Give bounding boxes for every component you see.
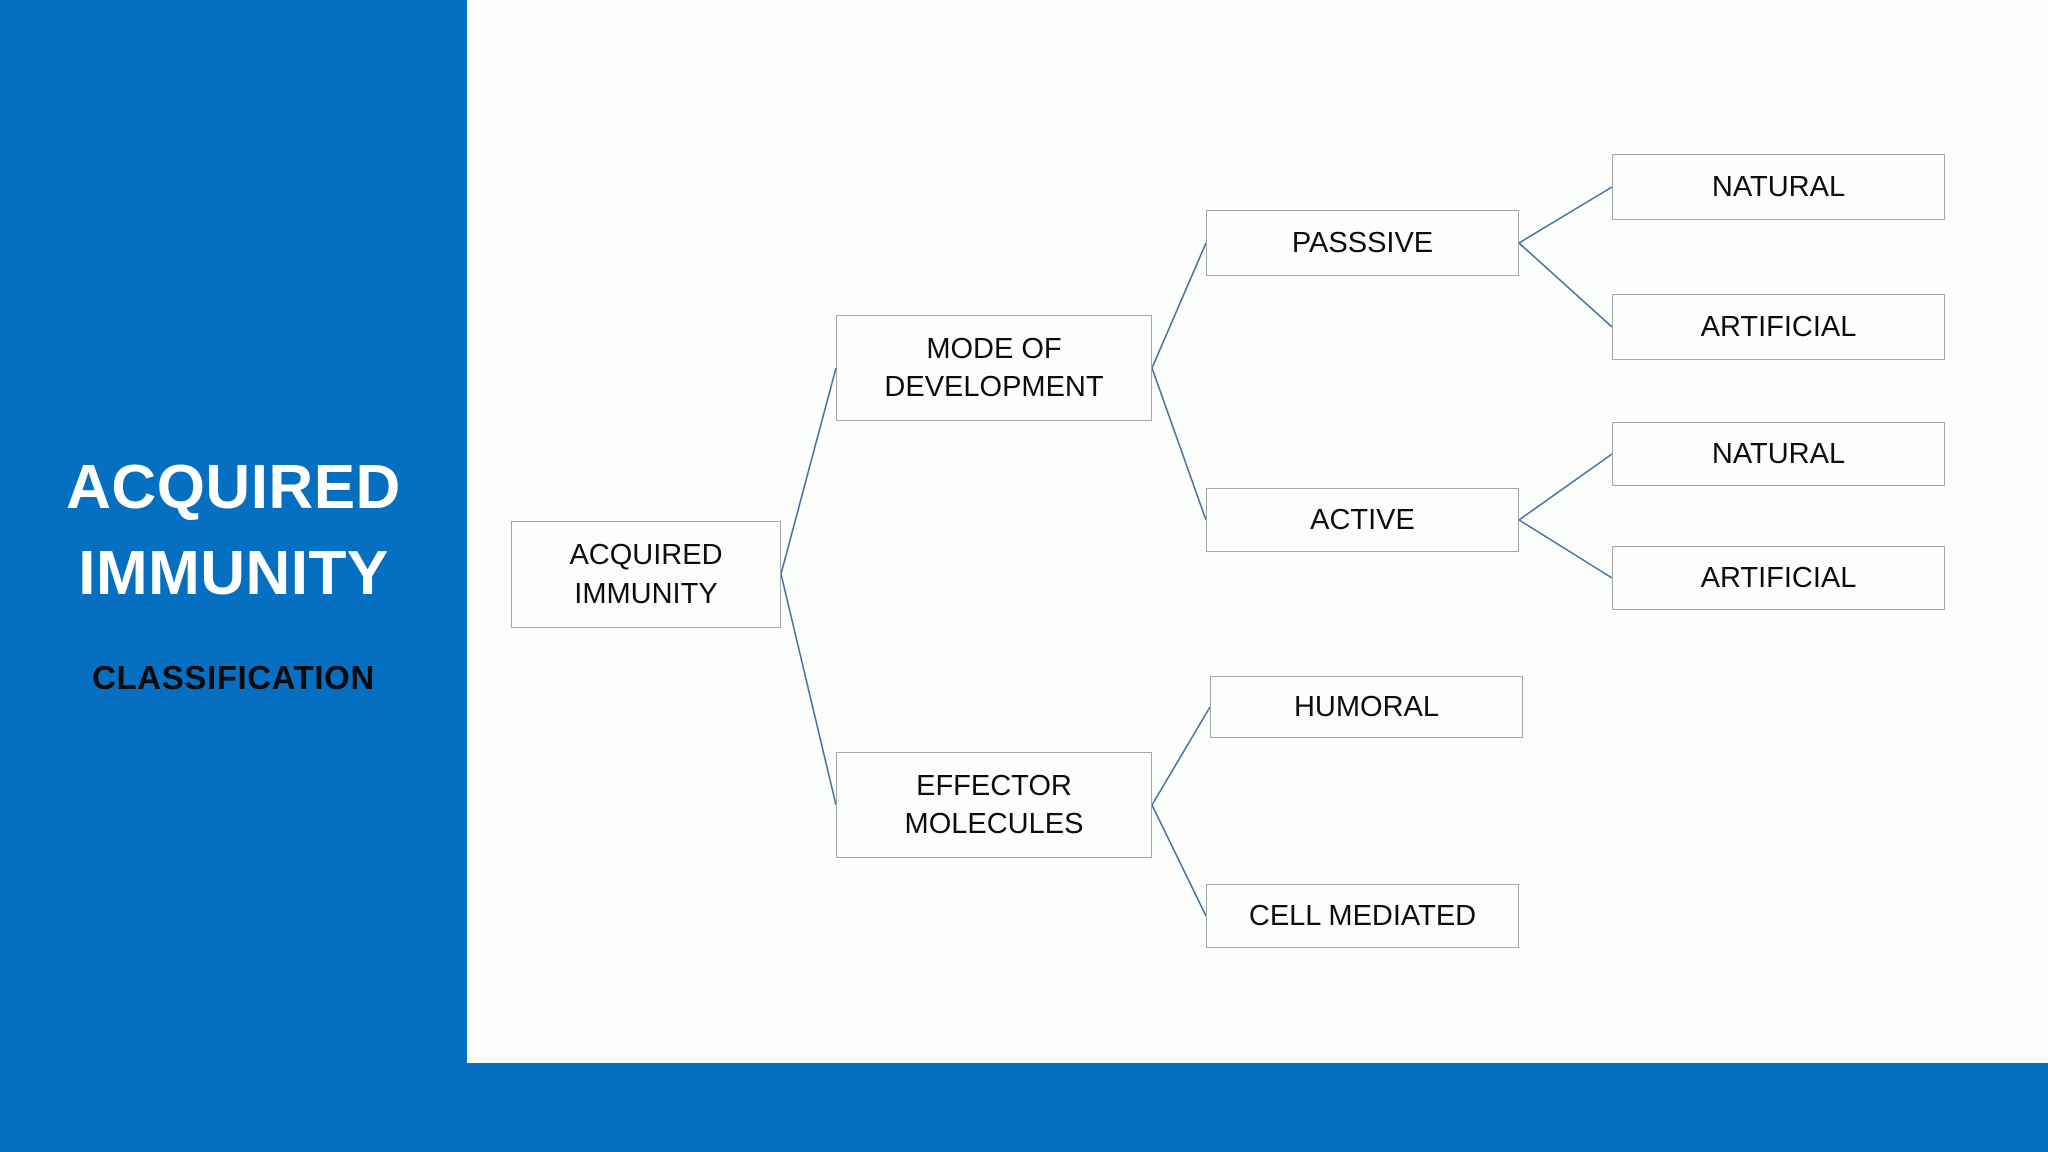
node-passive-artificial[interactable]: ARTIFICIAL (1612, 294, 1945, 360)
node-label: EFFECTOR MOLECULES (904, 769, 1084, 840)
node-cell-mediated[interactable]: CELL MEDIATED (1206, 884, 1519, 948)
page-subtitle: CLASSIFICATION (92, 658, 375, 696)
node-humoral[interactable]: HUMORAL (1210, 676, 1523, 738)
node-label: ARTIFICIAL (1700, 310, 1857, 343)
node-acquired-immunity[interactable]: ACQUIRED IMMUNITY (511, 521, 781, 628)
node-mode-of-development[interactable]: MODE OF DEVELOPMENT (836, 315, 1152, 421)
title-block: ACQUIRED IMMUNITY CLASSIFICATION (0, 0, 467, 1152)
node-label: NATURAL (1711, 170, 1846, 203)
node-label: ACQUIRED IMMUNITY (569, 539, 723, 610)
title-sidebar: ACQUIRED IMMUNITY CLASSIFICATION (0, 0, 467, 1152)
page-title-line-1: ACQUIRED (66, 453, 401, 523)
node-label: HUMORAL (1293, 690, 1439, 723)
node-label: ARTIFICIAL (1700, 561, 1857, 594)
node-active-natural[interactable]: NATURAL (1612, 422, 1945, 486)
node-active[interactable]: ACTIVE (1206, 488, 1519, 552)
node-label: PASSSIVE (1291, 226, 1434, 259)
node-label: NATURAL (1711, 437, 1846, 470)
node-label: MODE OF DEVELOPMENT (884, 332, 1104, 403)
node-passive-natural[interactable]: NATURAL (1612, 154, 1945, 220)
node-label: ACTIVE (1310, 503, 1415, 536)
page-title-line-2: IMMUNITY (78, 539, 389, 608)
node-label: CELL MEDIATED (1248, 899, 1477, 932)
node-active-artificial[interactable]: ARTIFICIAL (1612, 546, 1945, 610)
node-effector-molecules[interactable]: EFFECTOR MOLECULES (836, 752, 1152, 858)
node-passive[interactable]: PASSSIVE (1206, 210, 1519, 276)
